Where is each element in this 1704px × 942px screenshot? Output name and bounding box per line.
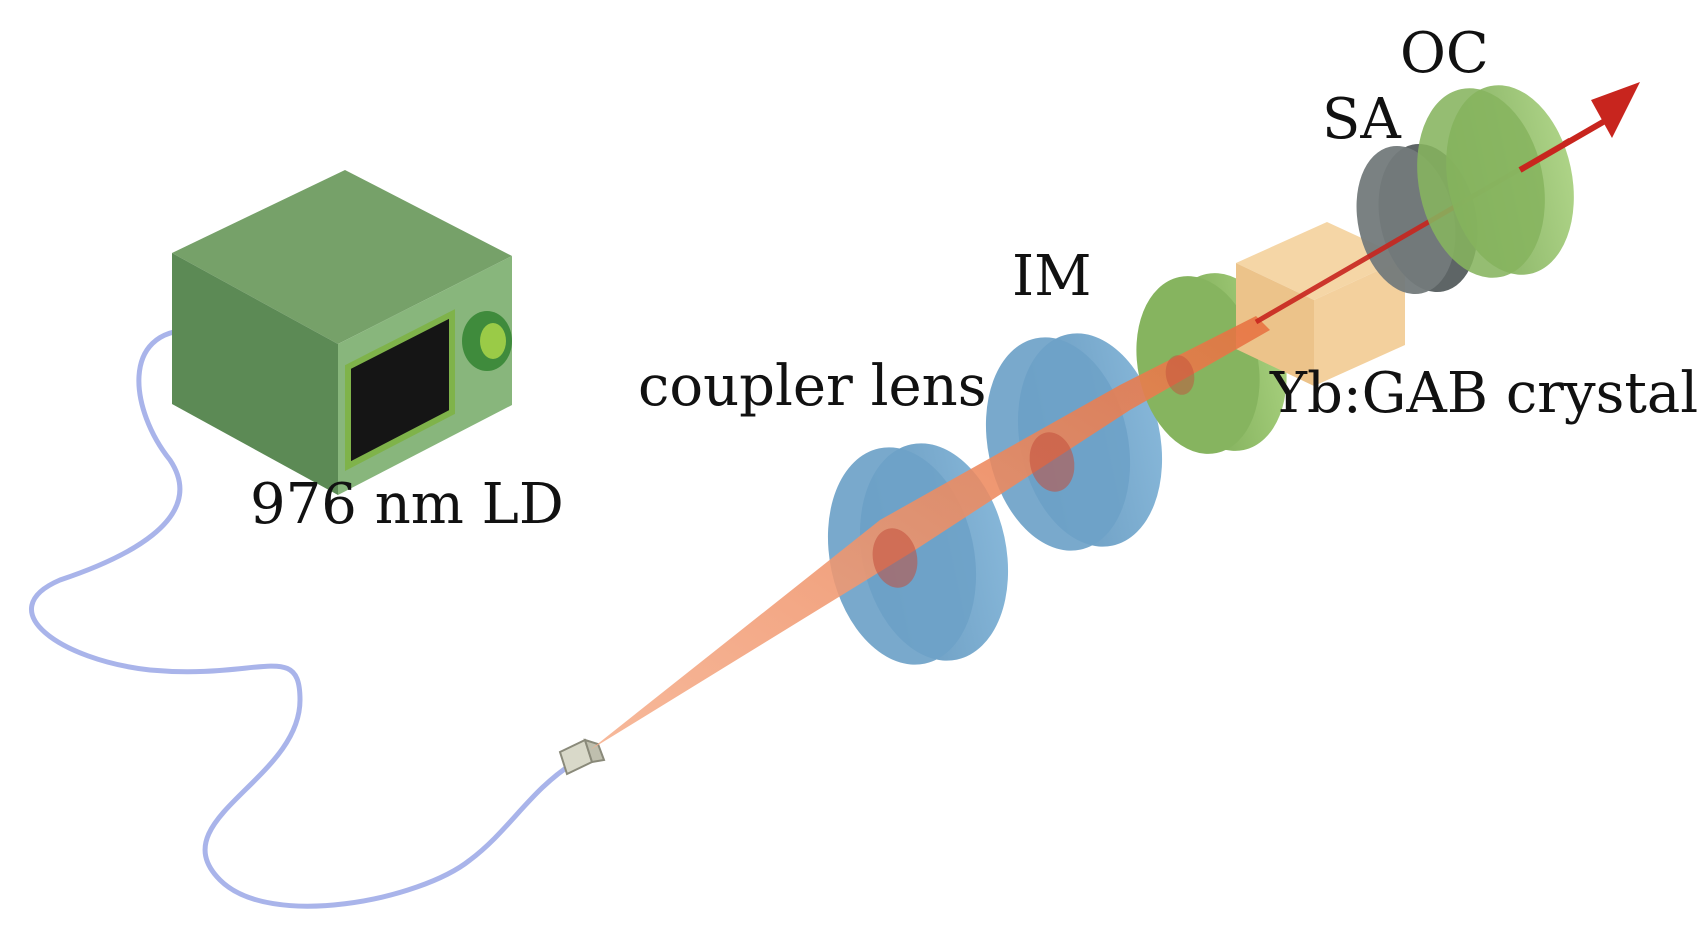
label-coupler-lens: coupler lens bbox=[638, 354, 986, 419]
ld-box-screen bbox=[345, 309, 455, 471]
output-arrow bbox=[1518, 82, 1640, 173]
output-coupler bbox=[1417, 85, 1574, 278]
ld-knob-center bbox=[480, 323, 506, 359]
label-saturable-absorber: SA bbox=[1322, 87, 1401, 152]
laser-diode-box bbox=[172, 170, 512, 495]
label-laser-diode: 976 nm LD bbox=[250, 472, 564, 537]
label-input-mirror: IM bbox=[1012, 244, 1091, 309]
ld-box-left bbox=[172, 253, 338, 495]
fiber-cable bbox=[29, 327, 578, 909]
label-output-coupler: OC bbox=[1400, 21, 1489, 86]
ld-box-top bbox=[172, 170, 512, 344]
beam-spot-mirror bbox=[1165, 355, 1195, 395]
beam-spot-lens1 bbox=[872, 528, 918, 588]
fiber-connector bbox=[558, 738, 606, 776]
label-crystal: Yb:GAB crystal bbox=[1269, 361, 1698, 426]
beam-spot-lens2 bbox=[1029, 432, 1075, 492]
